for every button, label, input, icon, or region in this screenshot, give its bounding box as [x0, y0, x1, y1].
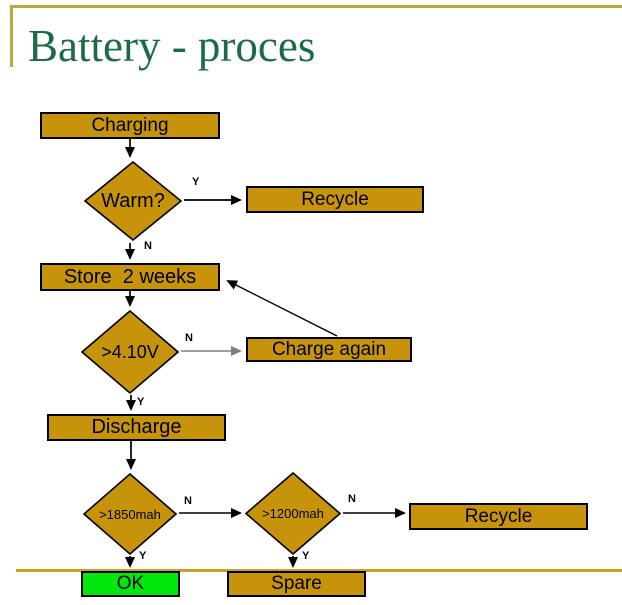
node-warm-decision: Warm? — [84, 161, 182, 241]
node-recycle-top: Recycle — [246, 186, 424, 213]
frame-top-line — [10, 5, 622, 8]
node-charge-again-label: Charge again — [271, 338, 387, 360]
diamond-shape — [84, 161, 182, 241]
node-charge-again: Charge again — [246, 337, 412, 362]
node-warm-label: Warm? — [101, 189, 165, 212]
node-v410-decision: >4.10V — [81, 310, 179, 394]
edge-label-1850-no: N — [184, 495, 192, 507]
node-recycle-top-label: Recycle — [301, 188, 369, 210]
node-charging-label: Charging — [91, 114, 169, 136]
edge-label-v410-no: N — [185, 332, 193, 344]
edge-label-warm-no: N — [144, 240, 152, 252]
frame-bottom-line — [16, 569, 622, 572]
frame-left-line — [10, 5, 13, 67]
arrow-charge-again-to-store — [226, 280, 338, 337]
edge-label-1850-yes: Y — [139, 550, 147, 562]
page-title: Battery - proces — [28, 21, 316, 71]
edge-label-warm-yes: Y — [192, 176, 200, 188]
node-store-2-weeks: Store 2 weeks — [40, 263, 220, 291]
node-v410-label: >4.10V — [101, 341, 159, 362]
node-1200mah-label: >1200mah — [262, 506, 324, 521]
node-1850mah-label: >1850mah — [99, 506, 161, 522]
node-recycle-bottom-label: Recycle — [464, 505, 533, 527]
node-spare-label: Spare — [271, 573, 322, 594]
node-recycle-bottom: Recycle — [409, 503, 588, 530]
edge-label-v410-yes: Y — [137, 396, 145, 408]
node-spare: Spare — [227, 571, 366, 597]
edge-label-1200-no: N — [348, 493, 356, 505]
node-discharge: Discharge — [47, 414, 226, 441]
edge-label-1200-yes: Y — [302, 550, 310, 562]
node-discharge-label: Discharge — [91, 416, 182, 438]
node-1200mah-decision: >1200mah — [245, 472, 341, 555]
node-ok-label: OK — [116, 573, 145, 594]
node-store-2-weeks-label: Store 2 weeks — [63, 265, 197, 288]
node-charging: Charging — [40, 112, 220, 139]
diamond-shape — [245, 472, 341, 555]
node-ok: OK — [81, 571, 180, 597]
node-1850mah-decision: >1850mah — [83, 473, 177, 555]
diamond-shape — [83, 473, 177, 555]
diamond-shape — [81, 310, 179, 394]
